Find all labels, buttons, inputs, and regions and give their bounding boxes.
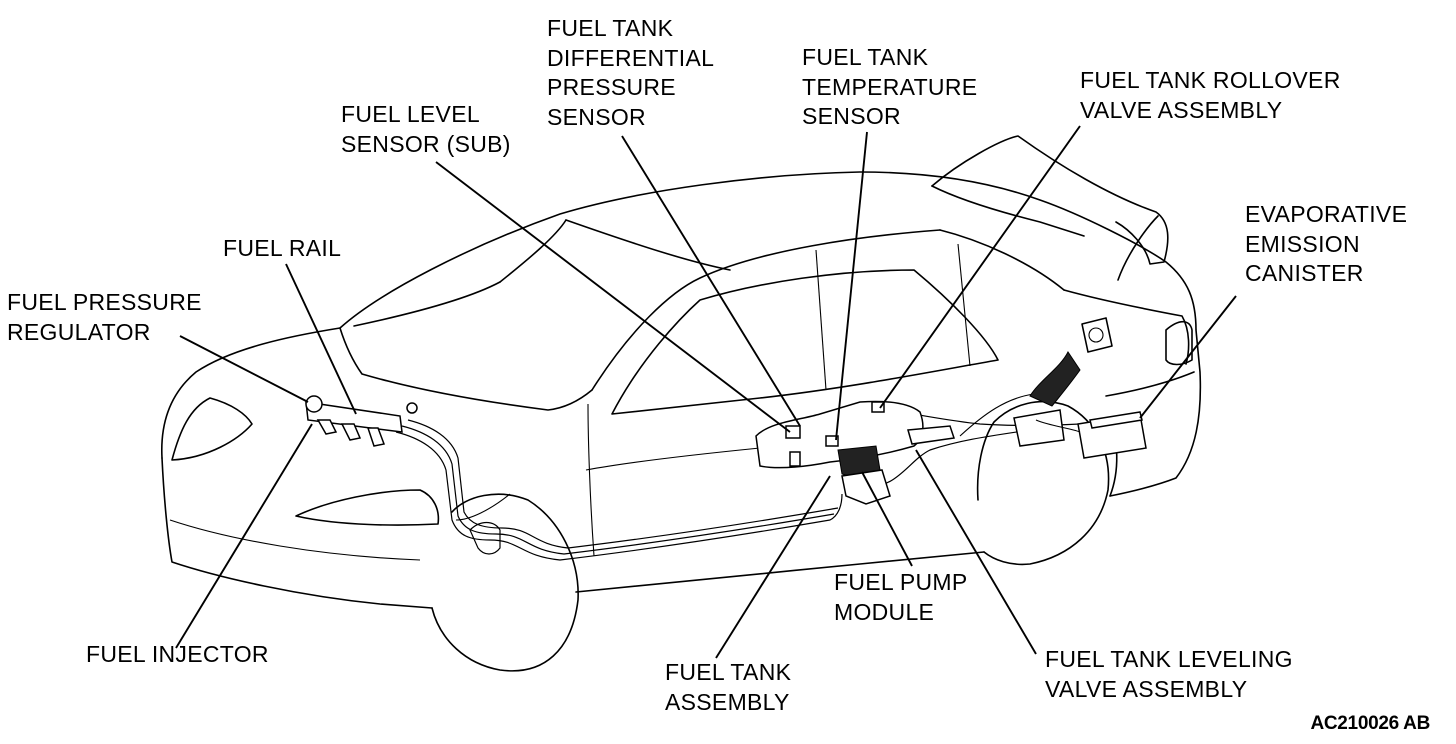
label-line: FUEL TANK bbox=[547, 15, 674, 41]
label-line: FUEL RAIL bbox=[223, 235, 342, 261]
label-line: FUEL TANK bbox=[802, 44, 929, 70]
label-fuel-tank-assembly: FUEL TANK ASSEMBLY bbox=[665, 658, 791, 717]
label-line: FUEL TANK LEVELING bbox=[1045, 646, 1293, 672]
label-fuel-injector: FUEL INJECTOR bbox=[86, 640, 269, 670]
label-line: ASSEMBLY bbox=[665, 688, 790, 715]
label-line: PRESSURE bbox=[547, 74, 676, 100]
label-fuel-level-sensor-sub: FUEL LEVEL SENSOR (SUB) bbox=[341, 100, 511, 159]
label-line: FUEL LEVEL bbox=[341, 101, 480, 127]
label-line: FUEL PRESSURE bbox=[7, 289, 202, 315]
label-fuel-tank-rollover-valve-assembly: FUEL TANK ROLLOVER VALVE ASSEMBLY bbox=[1080, 66, 1341, 125]
label-line: SENSOR (SUB) bbox=[341, 130, 511, 157]
label-line: EMISSION bbox=[1245, 230, 1360, 257]
label-fuel-tank-differential-pressure-sensor: FUEL TANK DIFFERENTIAL PRESSURE SENSOR bbox=[547, 14, 714, 132]
label-line: REGULATOR bbox=[7, 318, 151, 345]
rear-components bbox=[1013, 351, 1147, 459]
label-line: SENSOR bbox=[802, 103, 901, 129]
label-line: FUEL TANK ROLLOVER bbox=[1080, 67, 1341, 93]
label-line: VALVE ASSEMBLY bbox=[1045, 675, 1248, 702]
fuel-rail-assembly bbox=[305, 395, 418, 447]
label-line: FUEL PUMP bbox=[834, 569, 968, 595]
figure-code: AC210026 AB bbox=[1310, 713, 1430, 734]
label-line: MODULE bbox=[834, 598, 935, 625]
label-line: DIFFERENTIAL bbox=[547, 44, 715, 71]
label-fuel-tank-temperature-sensor: FUEL TANK TEMPERATURE SENSOR bbox=[802, 43, 977, 132]
leader-lines bbox=[175, 125, 1237, 659]
label-line: SENSOR bbox=[547, 103, 646, 130]
label-fuel-rail: FUEL RAIL bbox=[223, 234, 341, 264]
label-line: EVAPORATIVE bbox=[1245, 201, 1408, 227]
label-line: TEMPERATURE bbox=[802, 73, 978, 100]
label-fuel-pressure-regulator: FUEL PRESSURE REGULATOR bbox=[7, 288, 202, 347]
label-line: FUEL TANK bbox=[665, 659, 792, 685]
label-line: FUEL INJECTOR bbox=[86, 641, 269, 667]
label-line: VALVE ASSEMBLY bbox=[1080, 96, 1283, 123]
fuel-tank bbox=[755, 400, 955, 505]
label-line: CANISTER bbox=[1245, 260, 1364, 286]
label-evaporative-emission-canister: EVAPORATIVE EMISSION CANISTER bbox=[1245, 200, 1407, 289]
label-fuel-pump-module: FUEL PUMP MODULE bbox=[834, 568, 967, 627]
label-fuel-tank-leveling-valve-assembly: FUEL TANK LEVELING VALVE ASSEMBLY bbox=[1045, 645, 1293, 704]
